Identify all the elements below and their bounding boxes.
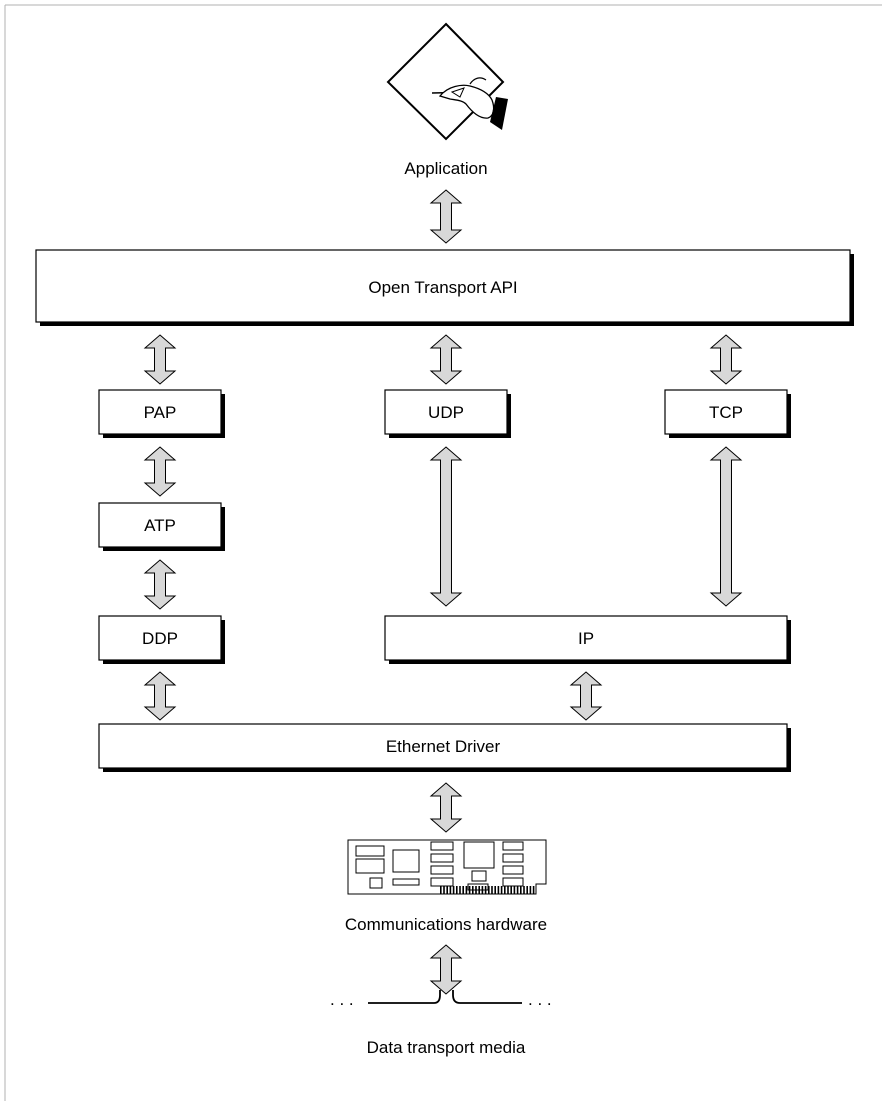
arrow-pap-atp [143,446,177,497]
connector-arrows [143,189,743,995]
connector-pin [510,886,512,894]
tcp-label: TCP [709,403,743,422]
connector-pin [449,886,452,894]
connector-pin [456,886,458,894]
connector-pin [500,886,503,894]
connector-pin [523,886,525,894]
arrow-api-tcp [709,334,743,385]
udp-box: UDP [384,389,511,438]
arrow-application-api [429,189,463,244]
media-dots-right: . . . [528,990,552,1009]
ethernet-driver-box: Ethernet Driver [98,723,791,772]
connector-pin [491,886,493,894]
connector-pin [526,886,528,894]
tcp-box: TCP [664,389,791,438]
arrow-driver-hardware [429,782,463,833]
network-card-icon [347,839,547,895]
pap-label: PAP [144,403,177,422]
connector-pin [504,886,506,894]
connector-pin [507,886,509,894]
connector-pin [516,886,519,894]
connector-pin [488,886,490,894]
connector-pin [520,886,522,894]
atp-label: ATP [144,516,176,535]
hardware-label: Communications hardware [345,915,547,934]
connector-pin [459,886,461,894]
open-transport-api-box: Open Transport API [35,249,854,326]
connector-pin [472,886,474,894]
arrow-api-udp [429,334,463,385]
media-label: Data transport media [367,1038,526,1057]
api-label: Open Transport API [368,278,517,297]
connector-pin [475,886,477,894]
media-dots-left: . . . [330,990,354,1009]
ip-label: IP [578,629,594,648]
connector-pin [468,886,471,894]
ddp-box: DDP [98,615,225,664]
connector-pin [484,886,487,894]
connector-pin [481,886,484,894]
pap-box: PAP [98,389,225,438]
arrow-tcp-ip [709,446,743,607]
atp-box: ATP [98,502,225,551]
arrow-udp-ip [429,446,463,607]
connector-pin [443,886,445,894]
connector-pin [446,886,448,894]
connector-pin [452,886,455,894]
arrow-hardware-media [429,944,463,995]
connector-pins [440,886,535,894]
connector-pin [494,886,496,894]
connector-pin [462,886,464,894]
hand-writing-diamond-icon [386,22,508,141]
connector-pin [465,886,468,894]
arrow-ip-driver [569,671,603,721]
arrow-ddp-driver [143,671,177,721]
udp-label: UDP [428,403,464,422]
connector-pin [529,886,532,894]
connector-pin [478,886,480,894]
connector-pin [513,886,516,894]
connector-pin [440,886,442,894]
arrow-api-pap [143,334,177,385]
transport-media-cable [368,990,522,1004]
ddp-label: DDP [142,629,178,648]
connector-pin [497,886,500,894]
ip-box: IP [384,615,791,664]
connector-pin [532,886,535,894]
application-label: Application [404,159,487,178]
arrow-atp-ddp [143,559,177,610]
ethernet-driver-label: Ethernet Driver [386,737,501,756]
